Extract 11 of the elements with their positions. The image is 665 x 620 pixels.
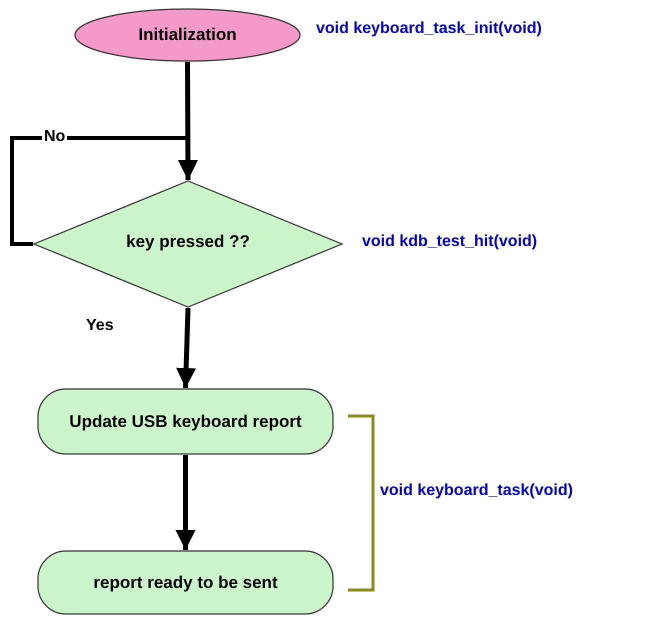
- function-name: void keyboard_task(void): [380, 482, 573, 500]
- function-name: void keyboard_task_init(void): [316, 20, 542, 38]
- node-label: Update USB keyboard report: [69, 410, 302, 432]
- arrow: [176, 455, 196, 550]
- node-label: report ready to be sent: [93, 572, 278, 594]
- node-label: Initialization: [138, 24, 237, 46]
- arrow: [10, 136, 196, 246]
- node-label: key pressed ??: [126, 231, 250, 253]
- arrow: [178, 62, 198, 180]
- arrow: [176, 308, 196, 388]
- function-name: void kdb_test_hit(void): [362, 233, 538, 251]
